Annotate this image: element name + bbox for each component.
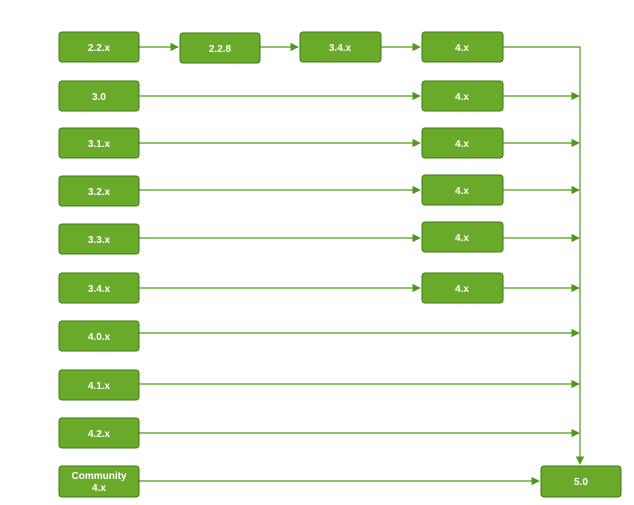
node-label: 3.2.x — [88, 187, 111, 198]
node-3-4-x-mid: 3.4.x — [299, 31, 382, 63]
node-community-4-x: Community 4.x — [58, 465, 140, 498]
nodes: 2.2.x 2.2.8 3.4.x 4.x 3.0 4.x 3.1.x 4 — [58, 31, 622, 498]
node-label: 3.0 — [92, 92, 106, 103]
node-4-x-row2: 4.x — [421, 80, 504, 112]
node-4-x-row4: 4.x — [421, 174, 504, 206]
node-label: 4.x — [455, 139, 469, 150]
edges — [139, 42, 585, 486]
node-label: 2.2.8 — [209, 44, 232, 55]
node-label: 2.2.x — [88, 43, 111, 54]
node-label: 4.x — [455, 284, 469, 295]
node-4-2-x: 4.2.x — [58, 417, 140, 449]
node-label: 3.4.x — [329, 43, 352, 54]
node-4-x-row1: 4.x — [421, 31, 504, 63]
node-label: 3.1.x — [88, 139, 111, 150]
node-3-1-x: 3.1.x — [58, 127, 140, 159]
node-label: 4.1.x — [88, 381, 111, 392]
node-4-x-row6: 4.x — [421, 272, 504, 304]
node-4-1-x: 4.1.x — [58, 369, 140, 401]
node-3-0: 3.0 — [58, 80, 140, 112]
node-label: 4.2.x — [88, 429, 111, 440]
node-3-4-x: 3.4.x — [58, 272, 140, 304]
edge-4-x-to-5-0 — [503, 46, 585, 465]
node-2-2-x: 2.2.x — [58, 31, 140, 63]
node-5-0: 5.0 — [540, 465, 622, 498]
node-label: 3.4.x — [88, 284, 111, 295]
node-4-x-row5: 4.x — [421, 221, 504, 253]
node-label-line1: Community — [72, 471, 127, 482]
node-label: 4.x — [455, 43, 469, 54]
node-4-0-x: 4.0.x — [58, 320, 140, 352]
node-label: 3.3.x — [88, 235, 111, 246]
node-label: 4.x — [455, 233, 469, 244]
node-3-3-x: 3.3.x — [58, 223, 140, 255]
node-label: 4.0.x — [88, 332, 111, 343]
node-label: 5.0 — [574, 477, 588, 488]
node-label-line2: 4.x — [92, 483, 106, 494]
node-label: 4.x — [455, 186, 469, 197]
node-2-2-8: 2.2.8 — [179, 32, 261, 64]
node-3-2-x: 3.2.x — [58, 175, 140, 207]
node-4-x-row3: 4.x — [421, 127, 504, 159]
node-label: 4.x — [455, 92, 469, 103]
